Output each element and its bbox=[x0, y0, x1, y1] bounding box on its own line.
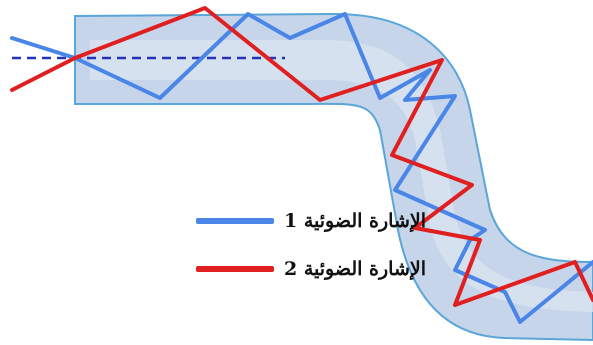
legend-label-signal-2: الإشارة الضوئية 2 bbox=[284, 258, 426, 280]
legend-item-signal-1: الإشارة الضوئية 1 bbox=[196, 210, 426, 232]
legend-label-signal-1: الإشارة الضوئية 1 bbox=[284, 210, 426, 232]
legend-swatch-signal-1 bbox=[196, 218, 274, 224]
legend-swatch-signal-2 bbox=[196, 266, 274, 272]
legend-item-signal-2: الإشارة الضوئية 2 bbox=[196, 258, 426, 280]
